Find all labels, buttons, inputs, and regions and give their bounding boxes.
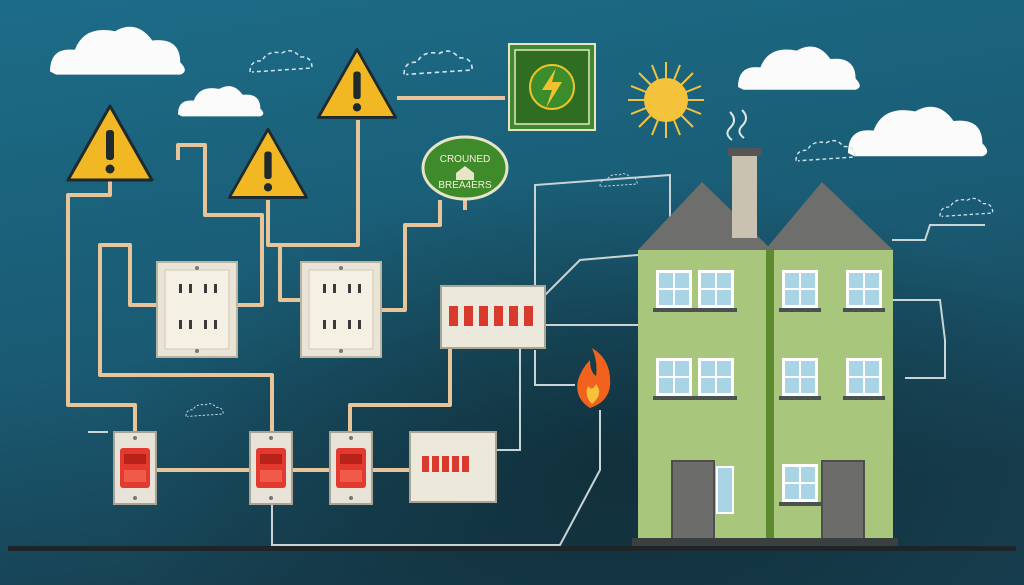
breaker-icon [249,431,293,505]
door [821,460,865,540]
fire-icon [577,348,611,408]
fuse-panel [409,431,497,503]
outlet-icon [300,261,382,358]
lightning-icon [542,68,562,108]
breaker-icon [113,431,157,505]
house-illustration [632,109,898,546]
ground-line [8,546,1016,551]
grounded-breakers-sign: CROUNED BREA4ERS [421,135,509,210]
lightning-sign [508,43,596,131]
door [671,460,715,540]
outlet-icon [156,261,238,358]
sign-line2: BREA4ERS [438,180,492,191]
house-icon [456,166,474,180]
sign-line1: CROUNED [440,154,491,165]
fire-core [586,384,600,404]
breaker-panel [440,285,546,349]
breaker-icon [329,431,373,505]
sun-icon [628,62,704,138]
wires [66,96,505,472]
